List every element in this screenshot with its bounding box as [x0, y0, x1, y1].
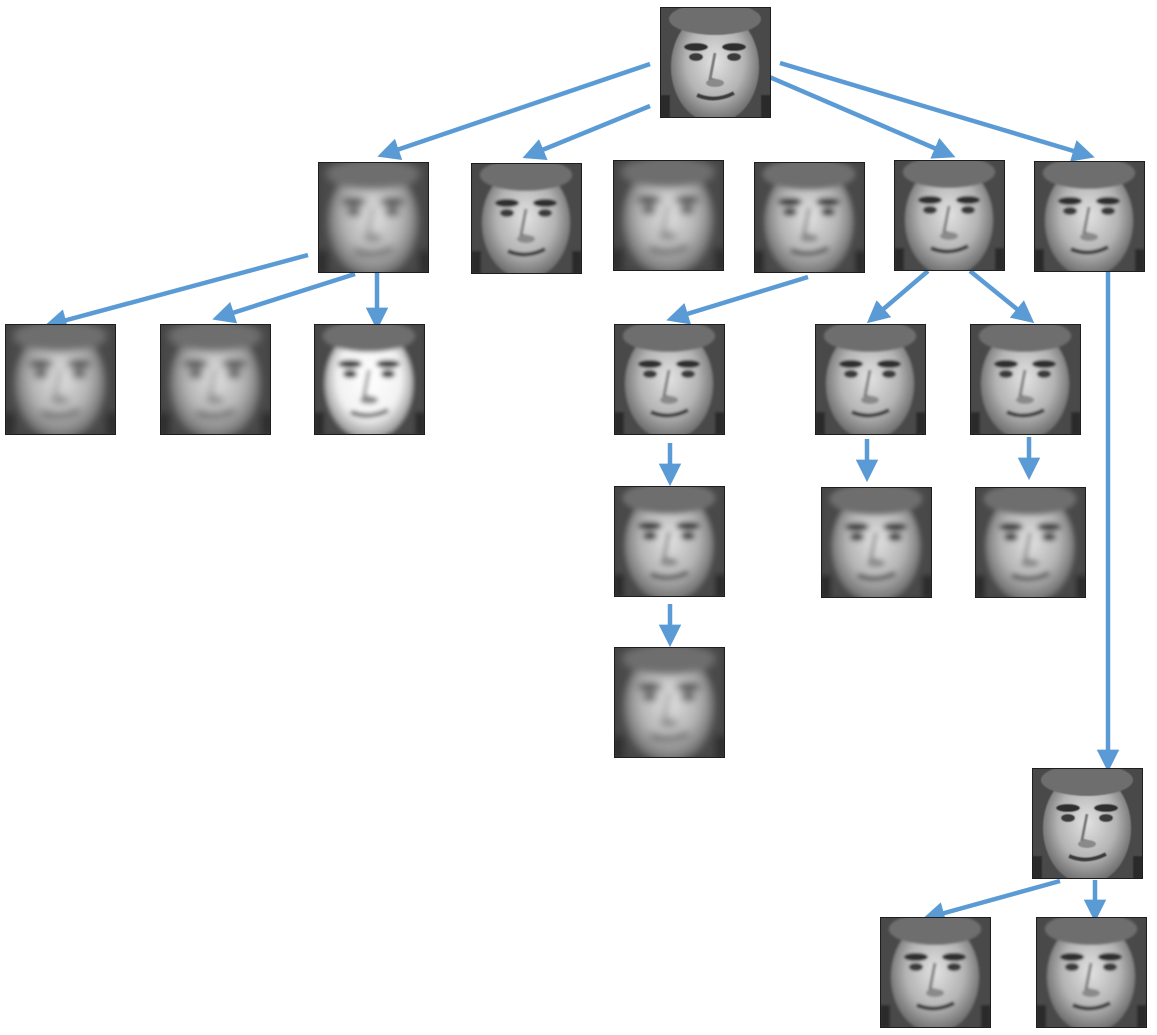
face-thumbnail-a3 — [613, 160, 724, 271]
face-thumbnail-g2 — [1036, 917, 1147, 1028]
face-thumbnail-a5 — [894, 160, 1005, 271]
nodes-layer — [5, 7, 1147, 1028]
face-thumbnail-a1 — [318, 162, 429, 273]
face-thumbnail-b2 — [160, 324, 271, 435]
face-thumbnail-a6 — [1034, 161, 1145, 272]
face-thumbnail-d2 — [821, 487, 932, 598]
arrow-f1-to-g1 — [922, 878, 1061, 924]
arrow-a4-to-c1 — [666, 274, 809, 325]
face-thumbnail-b1 — [5, 324, 116, 435]
edges-layer — [44, 60, 1120, 924]
face-thumbnail-d1 — [614, 486, 725, 597]
arrow-root-to-a1 — [377, 61, 651, 161]
arrow-a5-to-c2 — [866, 269, 930, 324]
face-thumbnail-g1 — [880, 917, 991, 1028]
face-thumbnail-f1 — [1032, 768, 1143, 879]
face-thumbnail-a4 — [754, 162, 865, 273]
face-thumbnail-c2 — [815, 324, 926, 435]
face-thumbnail-a2 — [471, 163, 582, 274]
arrow-root-to-a5 — [759, 70, 956, 159]
face-thumbnail-e1 — [614, 647, 725, 758]
arrow-a1-to-b1 — [44, 252, 309, 332]
face-thumbnail-c3 — [970, 324, 1081, 435]
face-thumbnail-root — [660, 7, 771, 118]
face-thumbnail-c1 — [614, 324, 725, 435]
face-thumbnail-b3 — [314, 324, 425, 435]
face-thumbnail-d3 — [975, 487, 1086, 598]
arrow-root-to-a2 — [522, 103, 651, 160]
arrow-root-to-a6 — [779, 60, 1095, 162]
arrow-a5-to-c3 — [968, 269, 1035, 324]
arrow-a1-to-b2 — [212, 271, 356, 324]
